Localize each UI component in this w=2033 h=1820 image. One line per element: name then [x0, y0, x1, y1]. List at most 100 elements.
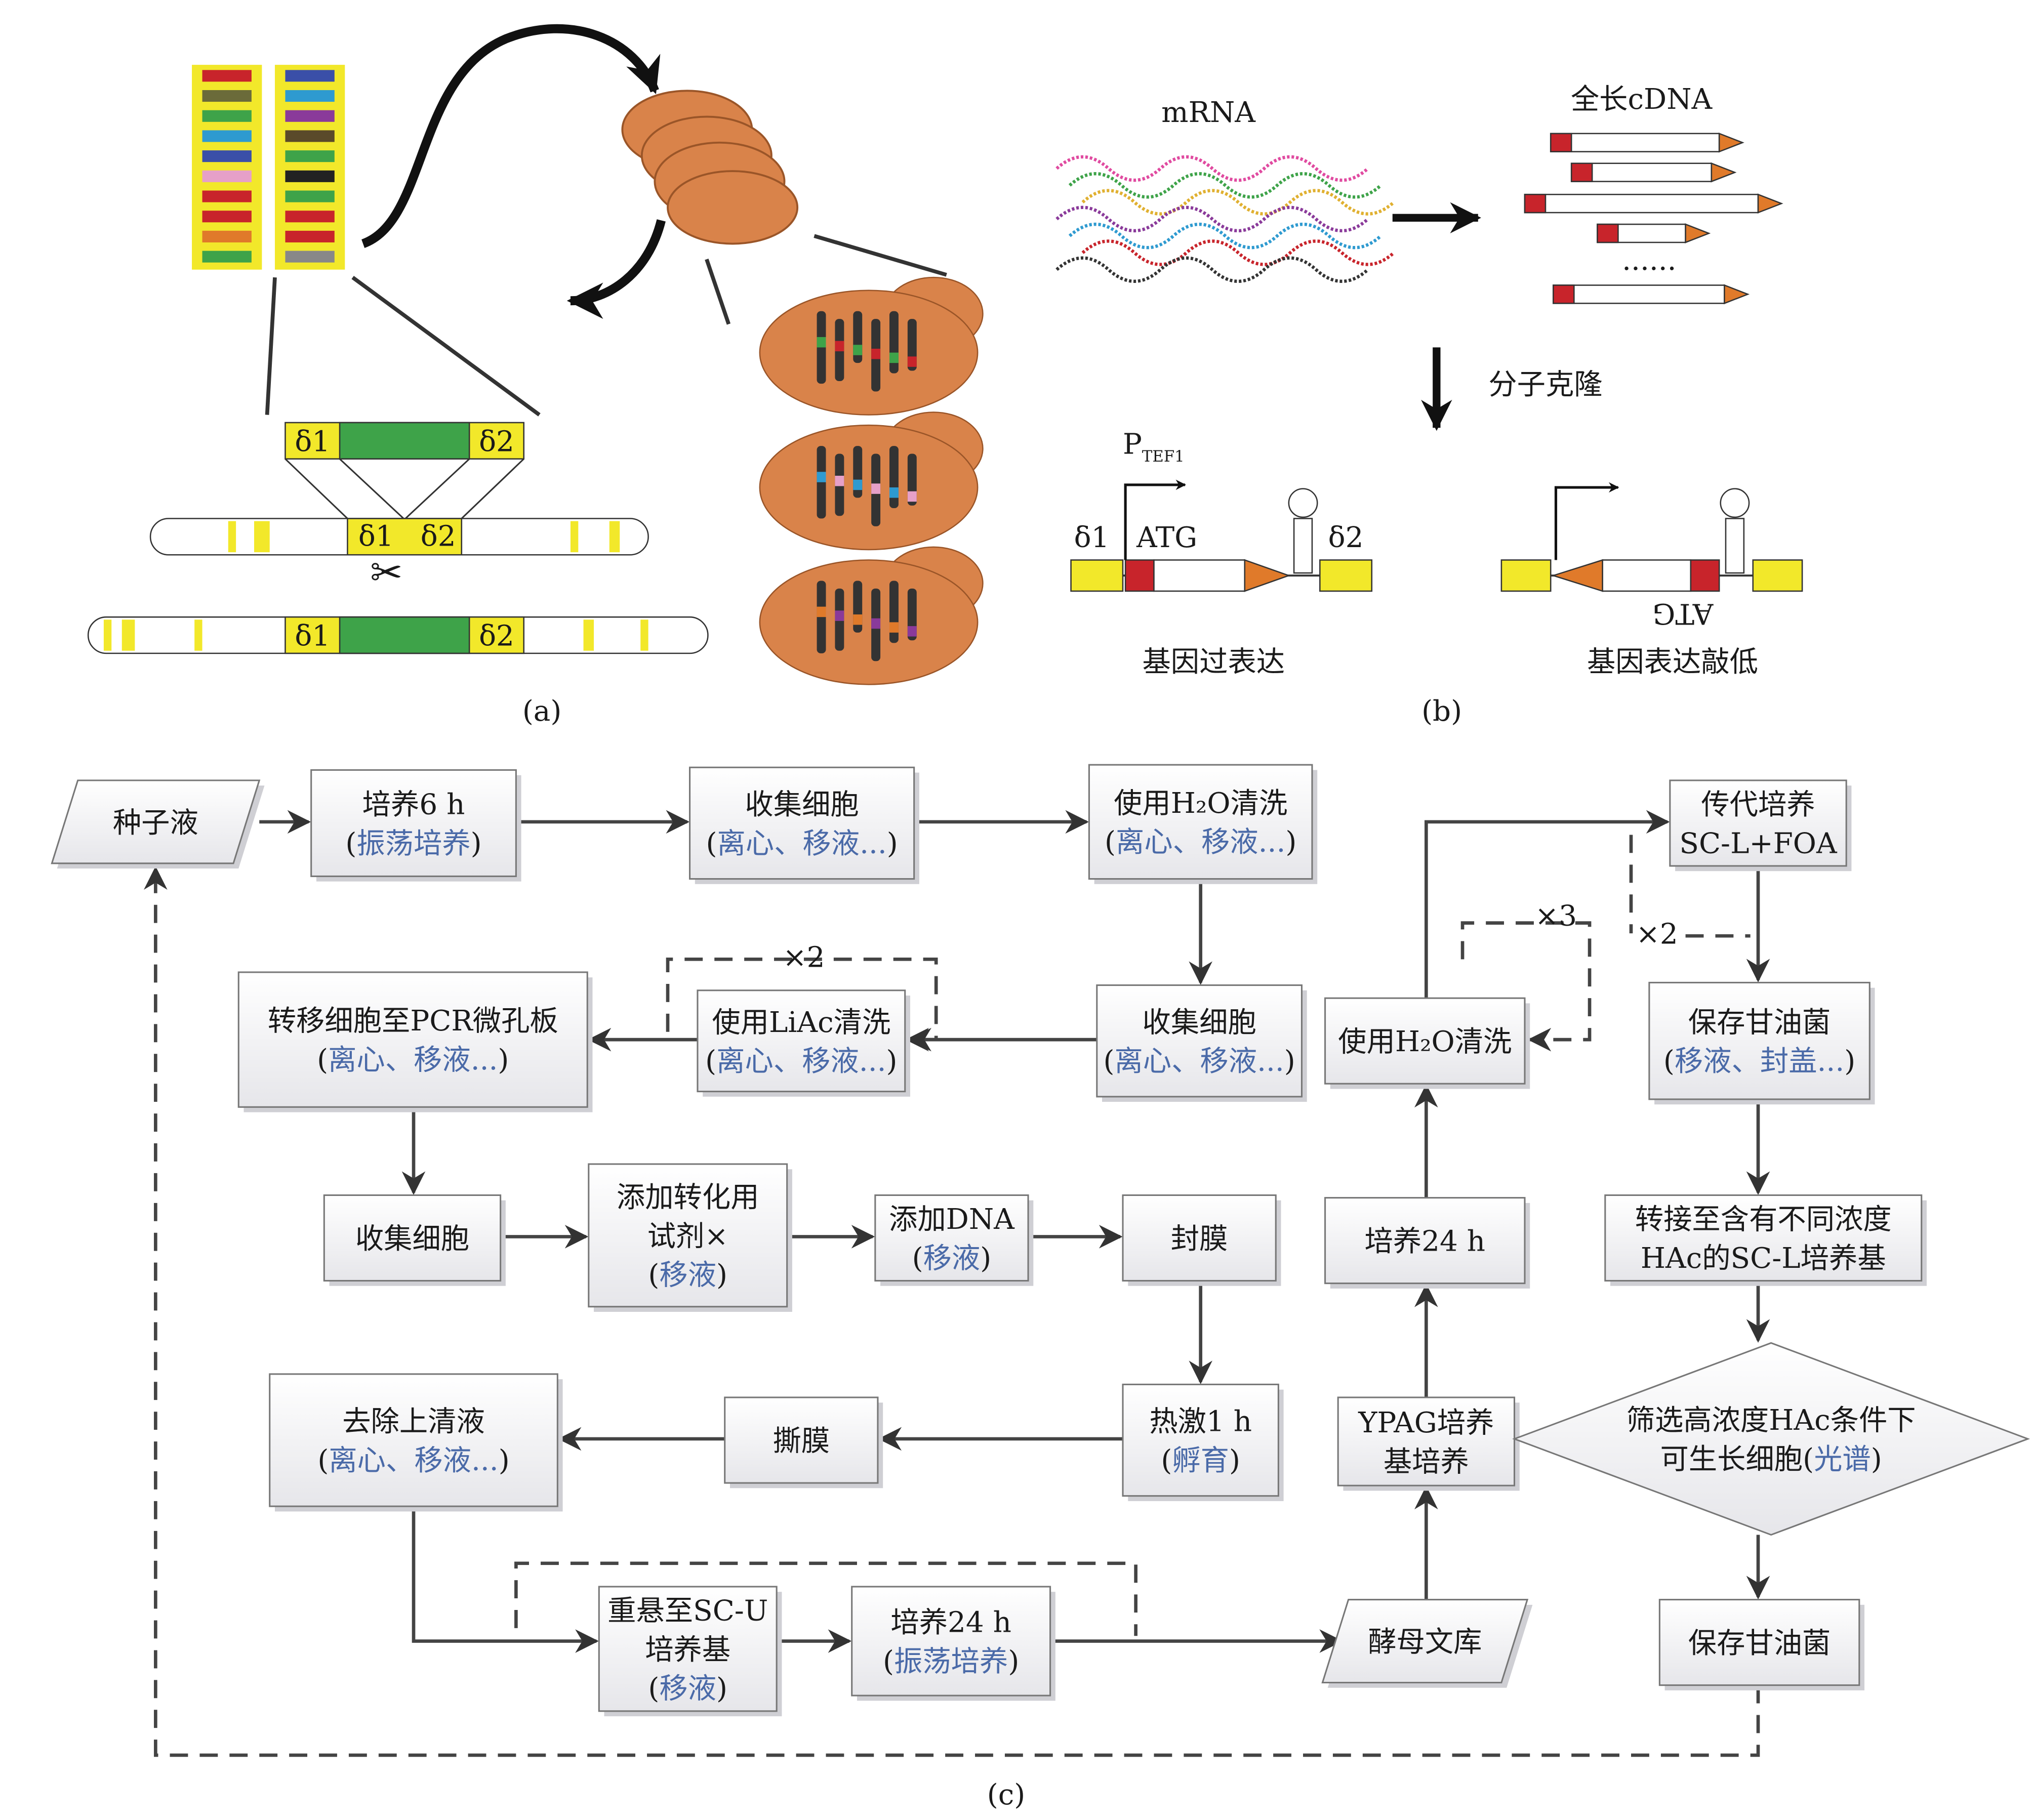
mrna-strand	[1068, 172, 1382, 199]
library-bar	[285, 211, 335, 223]
cdna-bar	[1550, 132, 1744, 153]
node-text-line: 酵母文库	[1368, 1626, 1482, 1659]
flow-node-b4: 收集细胞(离心、移液...)	[1096, 984, 1307, 1102]
library-bar	[202, 211, 252, 223]
yeast-cell	[759, 411, 984, 551]
cdna-bar	[1597, 223, 1711, 243]
mrna-strand	[1055, 205, 1369, 233]
cycle-arrow-top	[361, 24, 661, 248]
node-text-line: 去除上清液	[342, 1405, 485, 1438]
library-bar	[285, 130, 335, 142]
flow-node-b10: 封膜	[1122, 1194, 1281, 1286]
terminator-hairpin-icon	[1720, 488, 1750, 574]
node-text-line: 封膜	[1171, 1222, 1228, 1255]
ellipsis-dots: ......	[1622, 244, 1676, 277]
cdna-bar	[1524, 193, 1783, 214]
node-text-line: 使用H₂O清洗	[1114, 787, 1287, 820]
node-text-line: (移液、封盖...)	[1663, 1045, 1855, 1078]
node-text-line: 培养24 h	[890, 1606, 1011, 1639]
loop-dashed-arrow	[144, 866, 1760, 1757]
node-text-line: (离心、移液...)	[706, 827, 898, 860]
loop-dashed-arrow	[1460, 921, 1592, 1052]
library-bar	[202, 150, 252, 162]
mrna-strands	[1055, 155, 1395, 283]
library-bar	[285, 90, 335, 102]
flow-node-b5: 使用LiAc清洗(离心、移液...)	[697, 989, 910, 1097]
mrna-strand	[1068, 222, 1382, 250]
flow-node-b22: 转接至含有不同浓度 HAc的SC-L培养基	[1604, 1194, 1927, 1286]
mrna-label: mRNA	[1161, 96, 1256, 129]
promoter-label: PTEF1	[1123, 428, 1185, 465]
node-text-line: SC-L+FOA	[1679, 827, 1838, 860]
library-bar	[285, 70, 335, 82]
delta1-label: δ1	[295, 425, 330, 458]
flow-arrow	[412, 1506, 599, 1653]
node-text-line: HAc的SC-L培养基	[1641, 1242, 1886, 1275]
library-bar	[285, 110, 335, 122]
cloning-label: 分子克隆	[1488, 368, 1602, 401]
node-text-line: (离心、移液...)	[317, 1044, 509, 1077]
node-text-line: (振荡培养)	[883, 1645, 1019, 1678]
chromosome-before: δ1 δ2 ✂	[149, 518, 649, 596]
yeast-stack	[621, 90, 799, 245]
flow-node-b21: 保存甘油菌 (移液、封盖...)	[1648, 981, 1875, 1105]
node-text-line: (移液)	[648, 1259, 727, 1292]
library-bar	[202, 170, 252, 182]
flow-node-b20: 传代培养 SC-L+FOA	[1669, 779, 1852, 872]
flow-node-b18: 培养24 h	[1324, 1197, 1530, 1289]
library-bar	[202, 251, 252, 263]
panel-label-c: (c)	[987, 1778, 1026, 1811]
flow-node-b3: 使用H₂O清洗(离心、移液...)	[1088, 764, 1318, 884]
panel-label-a: (a)	[522, 695, 562, 728]
panel-label-b: (b)	[1421, 695, 1462, 728]
node-text-line: 可生长细胞(光谱)	[1660, 1443, 1882, 1476]
library-bar	[285, 230, 335, 242]
library-bar	[285, 251, 335, 263]
node-text-line: 转移细胞至PCR微孔板	[268, 1005, 558, 1038]
cycle-arrow-bottom	[566, 219, 666, 319]
library-bar	[202, 90, 252, 102]
terminator-hairpin-icon	[1288, 488, 1318, 574]
yeast-cells	[759, 276, 984, 685]
yeast-cell	[759, 276, 984, 416]
node-text-line: 试剂×	[647, 1220, 728, 1253]
mrna-strand	[1055, 155, 1369, 182]
library-bar	[202, 70, 252, 82]
flow-node-b9: 添加DNA(移液)	[874, 1194, 1034, 1286]
flow-node-b19: 使用H₂O清洗	[1324, 997, 1530, 1089]
node-text-line: 添加转化用	[617, 1181, 759, 1214]
loop-label-h2o: ×3	[1535, 900, 1577, 933]
node-text-line: 培养基	[645, 1633, 730, 1666]
flow-node-b1: 培养6 h(振荡培养)	[310, 769, 521, 882]
node-text-line: 撕膜	[773, 1425, 830, 1458]
delta2-label: δ2	[479, 620, 514, 653]
panel-a: δ1 δ2 δ1 δ2 ✂ δ1 δ2 (a)	[87, 24, 984, 728]
mrna-strand	[1081, 239, 1395, 266]
yeast-cell	[759, 546, 984, 685]
panel-b: mRNA 全长cDNA ...... 分子克隆 PTEF1 δ1 ATG δ2 …	[1055, 83, 1803, 728]
library-bar	[202, 130, 252, 142]
cdna-label: 全长cDNA	[1571, 83, 1713, 116]
flow-node-b13: 去除上清液 (离心、移液...)	[269, 1373, 563, 1512]
cdna-bars	[1524, 132, 1783, 305]
flow-node-b15: 培养24 h (振荡培养)	[851, 1586, 1055, 1701]
node-text-line: 传代培养	[1701, 788, 1815, 821]
delta1-label: δ1	[1074, 521, 1110, 554]
node-text-line: 重悬至SC-U	[607, 1595, 768, 1628]
node-text-line: 添加DNA	[889, 1203, 1015, 1236]
flow-node-b2: 收集细胞(离心、移液...)	[689, 766, 919, 884]
node-text-line: (离心、移液...)	[317, 1444, 509, 1477]
node-text-line: 保存甘油菌	[1688, 1006, 1831, 1039]
library-bar	[202, 110, 252, 122]
colored-library-strips	[192, 65, 345, 270]
mrna-strand	[1081, 189, 1395, 216]
node-text-line: 保存甘油菌	[1688, 1627, 1831, 1660]
node-text-line: 转接至含有不同浓度	[1635, 1203, 1892, 1236]
node-text-line: 收集细胞	[1142, 1006, 1256, 1039]
